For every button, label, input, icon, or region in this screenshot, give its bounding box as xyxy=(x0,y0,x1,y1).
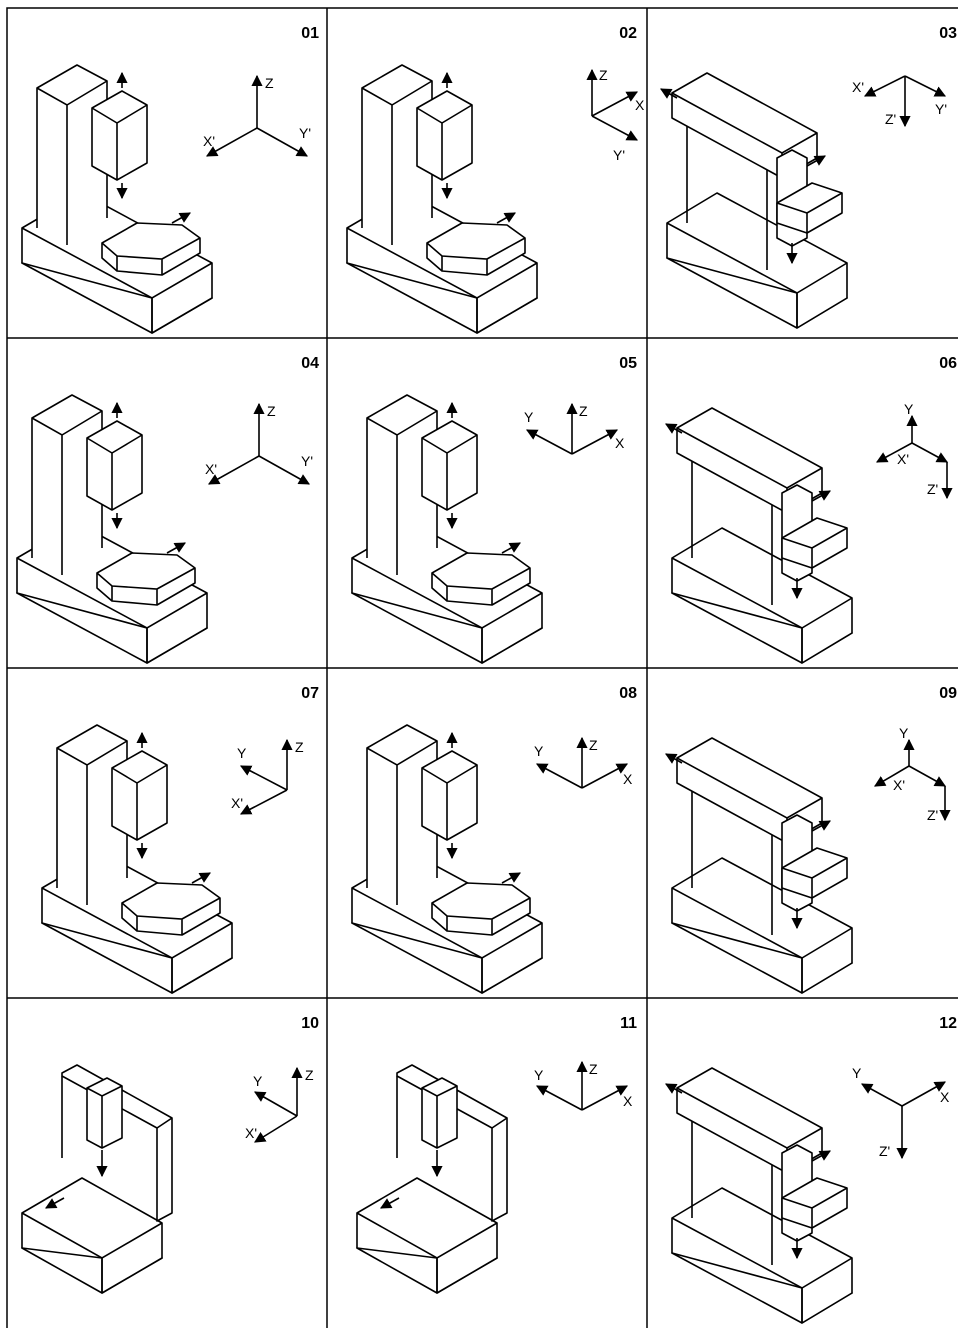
machine-sketch xyxy=(352,395,542,663)
machine-sketch xyxy=(666,1068,852,1323)
axis-label-y: Y xyxy=(253,1073,263,1089)
machine-sketch xyxy=(661,73,847,328)
cell-number: 03 xyxy=(939,25,957,42)
axis-label-x: X xyxy=(615,435,625,451)
axis-label-z: Z xyxy=(589,1061,598,1077)
axis-label-x: X' xyxy=(893,777,905,793)
axis-label-x: X' xyxy=(205,461,217,477)
cell-10: 10 Y Z X' xyxy=(22,1015,319,1293)
axis-label-x: X xyxy=(940,1089,950,1105)
axis-label-z: Z xyxy=(579,403,588,419)
grid-lines xyxy=(6,7,958,1328)
axis-triad: Z X' Y' xyxy=(203,74,311,157)
axis-label-y: Y xyxy=(534,743,544,759)
axis-label-y: Y xyxy=(852,1065,862,1081)
cell-05: 05 Y Z X xyxy=(352,355,637,663)
cell-12: 12 Y X Z' xyxy=(666,1015,957,1323)
axis-triad: X' Y' Z' xyxy=(852,75,947,128)
cell-01: 01 Z X' Y' xyxy=(22,25,319,333)
cell-04: 04 Z X' Y' xyxy=(17,355,319,663)
axis-triad: Y X Z' xyxy=(852,1065,950,1160)
axis-triad: Y Z X' xyxy=(245,1066,314,1143)
axis-label-y: Y xyxy=(534,1067,544,1083)
axis-triad: Z X Y' xyxy=(586,67,645,163)
axis-label-x: X xyxy=(623,771,633,787)
cell-02: 02 Z X Y' xyxy=(347,25,645,333)
cell-03: 03 X' Y' Z' xyxy=(661,25,957,328)
axis-label-y: Y' xyxy=(613,147,625,163)
axis-label-x: X' xyxy=(897,451,909,467)
axis-label-y: Y xyxy=(237,745,247,761)
cell-number: 08 xyxy=(619,685,637,702)
axis-label-x: X' xyxy=(203,133,215,149)
axis-label-z: Z xyxy=(295,739,304,755)
cell-11: 11 Y Z X xyxy=(357,1015,637,1293)
axis-label-x: X' xyxy=(245,1125,257,1141)
axis-label-z: Z' xyxy=(927,807,938,823)
machine-sketch xyxy=(17,395,207,663)
axis-label-x: X xyxy=(623,1093,633,1109)
machine-sketch xyxy=(352,725,542,993)
machine-sketch xyxy=(42,725,232,993)
cell-number: 06 xyxy=(939,355,957,372)
axis-label-y: Y xyxy=(904,401,914,417)
cell-number: 07 xyxy=(301,685,319,702)
axis-triad: Y X' Z' xyxy=(876,401,953,500)
axis-label-z: Z' xyxy=(927,481,938,497)
axis-label-z: Z xyxy=(265,75,274,91)
axis-triad: Y Z X xyxy=(534,1060,633,1111)
cell-number: 10 xyxy=(301,1015,319,1032)
cell-08: 08 Y Z X xyxy=(352,685,637,993)
cell-number: 11 xyxy=(620,1015,637,1032)
cell-number: 05 xyxy=(619,355,637,372)
axis-label-y: Y' xyxy=(301,453,313,469)
axis-label-z: Z' xyxy=(879,1143,890,1159)
machine-sketch xyxy=(22,65,212,333)
cell-number: 02 xyxy=(619,25,637,42)
axis-triad: Z X' Y' xyxy=(205,402,313,485)
machine-sketch xyxy=(357,1065,507,1293)
machine-sketch xyxy=(347,65,537,333)
axis-label-y: Y' xyxy=(299,125,311,141)
axis-label-z: Z xyxy=(589,737,598,753)
cell-number: 04 xyxy=(301,355,319,372)
axis-label-y: Y xyxy=(899,725,909,741)
axis-label-z: Z xyxy=(305,1067,314,1083)
axis-label-x: X' xyxy=(231,795,243,811)
axis-label-z: Z xyxy=(599,67,608,83)
axis-label-y: Y xyxy=(524,409,534,425)
cell-number: 12 xyxy=(939,1015,957,1032)
axis-label-z: Z xyxy=(267,403,276,419)
axis-label-x: X xyxy=(635,97,645,113)
axis-triad: Y X' Z' xyxy=(874,725,951,823)
machine-sketch xyxy=(22,1065,172,1293)
axis-triad: Y Z X xyxy=(524,402,625,455)
cell-number: 09 xyxy=(939,685,957,702)
machine-sketch xyxy=(666,408,852,663)
cell-09: 09 Y X' Z' xyxy=(666,685,957,993)
cell-07: 07 Y Z X' xyxy=(42,685,319,993)
cell-number: 01 xyxy=(301,25,319,42)
axis-label-y: Y' xyxy=(935,101,947,117)
machine-sketch xyxy=(666,738,852,993)
axis-triad: Y Z X' xyxy=(231,738,304,815)
axis-triad: Y Z X xyxy=(534,736,633,789)
axis-label-x: X' xyxy=(852,79,864,95)
axis-label-z: Z' xyxy=(885,111,896,127)
cell-06: 06 Y X' Z' xyxy=(666,355,957,663)
